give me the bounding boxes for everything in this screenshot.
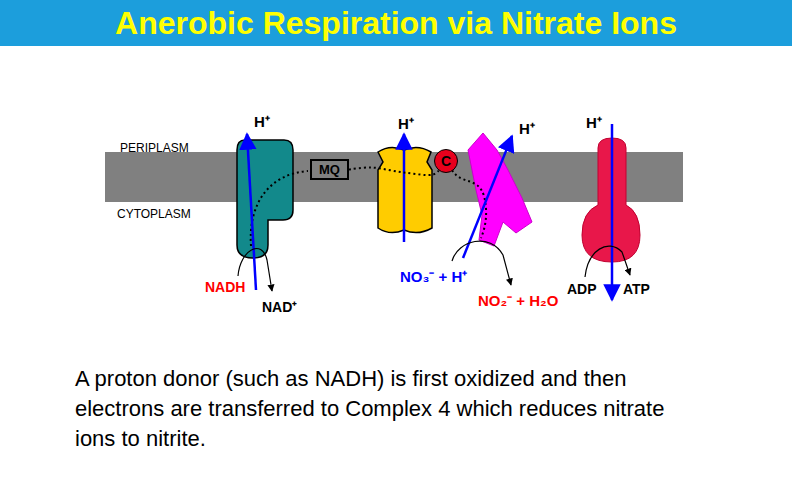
caption-text: A proton donor (such as NADH) is first o… bbox=[75, 364, 703, 454]
reactant-label: NADH bbox=[205, 279, 245, 295]
proton-label: H⁺ bbox=[398, 113, 414, 133]
product-label: NO₂⁻ + H₂O bbox=[478, 290, 558, 310]
node-text: C bbox=[441, 153, 451, 169]
cytochrome-circle: C bbox=[434, 149, 458, 173]
region-label: PERIPLASM bbox=[120, 141, 189, 155]
reaction-arrow bbox=[585, 246, 630, 277]
product-label: NAD⁺ bbox=[262, 297, 297, 316]
proton-arrow bbox=[463, 136, 512, 258]
proton-arrow bbox=[403, 134, 406, 242]
nadh-dehydrogenase bbox=[237, 140, 293, 258]
region-label: CYTOPLASM bbox=[117, 207, 191, 221]
electron-path bbox=[251, 171, 308, 246]
node-text: MQ bbox=[319, 162, 340, 177]
proton-label: H⁺ bbox=[586, 112, 602, 132]
proton-arrow bbox=[611, 124, 614, 300]
menaquinone-box: MQ bbox=[310, 159, 349, 180]
nitrate-reductase bbox=[468, 133, 532, 246]
product-label: ATP bbox=[623, 281, 650, 297]
proton-arrow bbox=[247, 134, 256, 290]
electron-connector bbox=[349, 167, 439, 175]
proton-label: H⁺ bbox=[519, 118, 535, 138]
proton-label: H⁺ bbox=[254, 111, 270, 131]
reactant-label: ADP bbox=[567, 281, 597, 297]
slide-title: Anerobic Respiration via Nitrate Ions bbox=[0, 0, 792, 46]
electron-path bbox=[452, 170, 486, 238]
reactant-label: NO₃⁻ + H⁺ bbox=[400, 266, 467, 286]
